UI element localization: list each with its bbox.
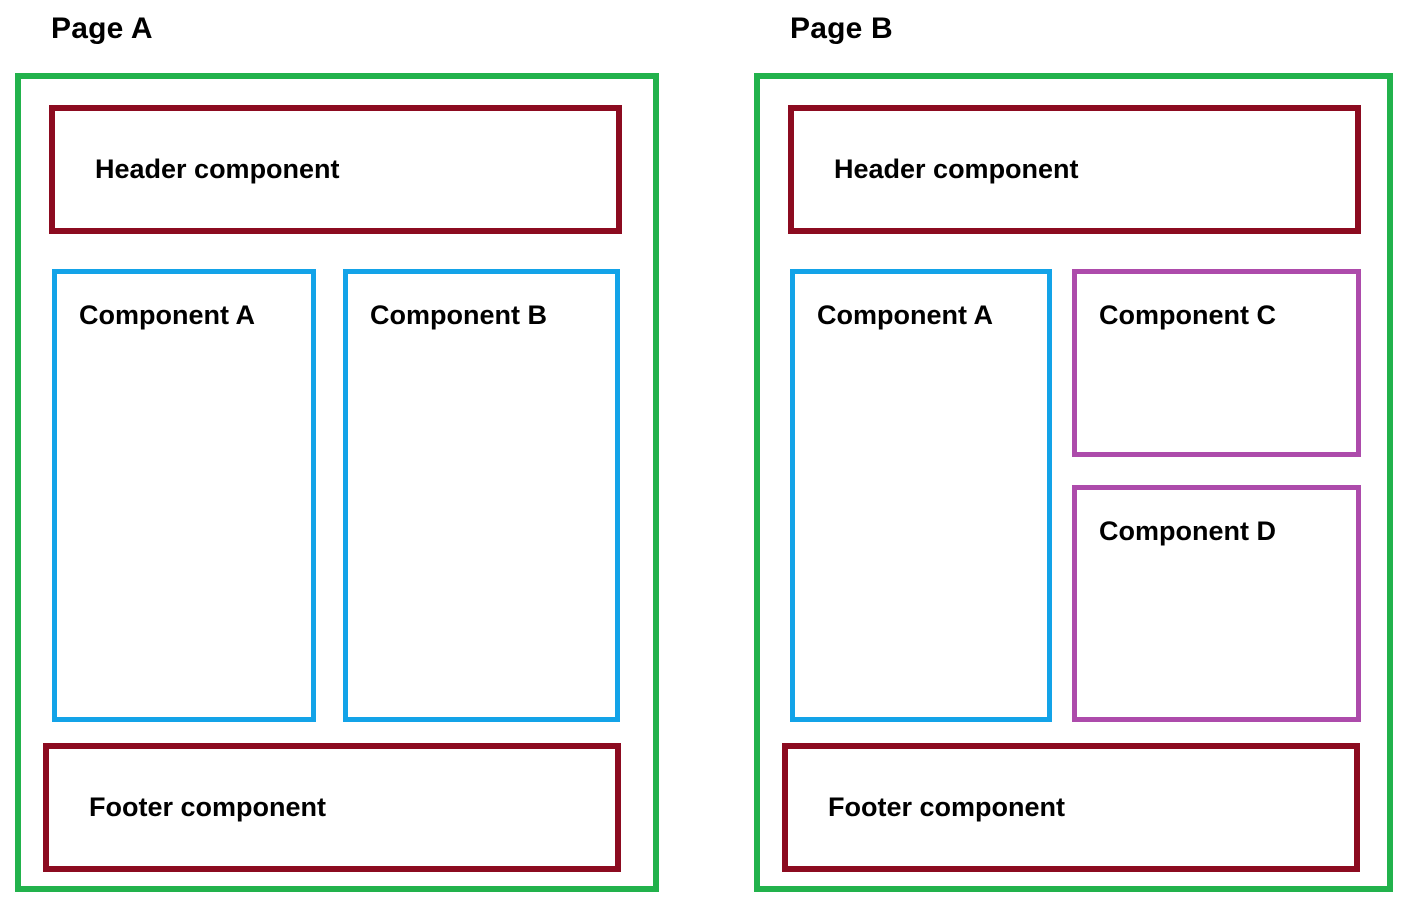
page-b-component-d-label: Component D	[1099, 516, 1276, 546]
page-b-component-c: Component C	[1072, 269, 1361, 457]
page-b-component-a: Component A	[790, 269, 1052, 722]
page-a-component-b-label: Component B	[370, 300, 547, 330]
page-a-header-component: Header component	[49, 105, 622, 234]
page-b-footer-label: Footer component	[828, 792, 1065, 823]
page-a-component-a-label: Component A	[79, 300, 255, 330]
page-b-title: Page B	[790, 12, 893, 45]
page-b-footer-component: Footer component	[782, 743, 1360, 872]
page-a-component-b: Component B	[343, 269, 620, 722]
page-a-component-a: Component A	[52, 269, 316, 722]
page-a-frame: Header component Component A Component B…	[15, 73, 659, 892]
page-b-header-label: Header component	[834, 154, 1079, 185]
page-b-component-a-label: Component A	[817, 300, 993, 330]
page-b-component-d: Component D	[1072, 485, 1361, 722]
page-b-component-c-label: Component C	[1099, 300, 1276, 330]
page-a-header-label: Header component	[95, 154, 340, 185]
page-b-frame: Header component Component A Component C…	[754, 73, 1393, 892]
page-a-title: Page A	[51, 12, 153, 45]
page-a-footer-label: Footer component	[89, 792, 326, 823]
page-a-footer-component: Footer component	[43, 743, 621, 872]
page-b-header-component: Header component	[788, 105, 1361, 234]
